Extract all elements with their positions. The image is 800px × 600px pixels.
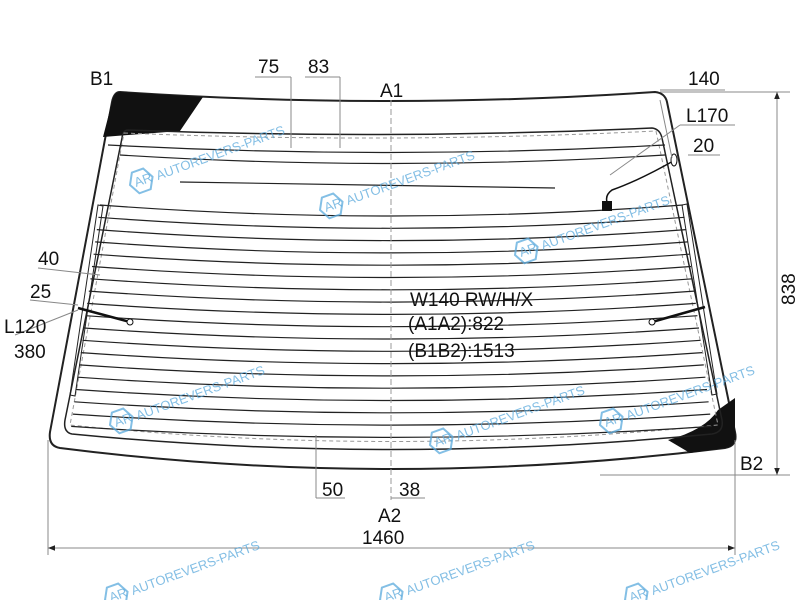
dim-l120: L120 — [4, 317, 46, 338]
heater-line — [77, 376, 706, 389]
print-border — [63, 127, 724, 451]
heater-line — [82, 339, 701, 352]
label-a2: A2 — [378, 506, 401, 527]
black-corner-top-left — [103, 92, 203, 137]
dim-83: 83 — [308, 57, 329, 78]
dim-380: 380 — [14, 342, 46, 363]
bus-bar-right — [681, 203, 718, 396]
heater-line — [85, 315, 698, 328]
ar-logo-icon — [318, 192, 344, 220]
antenna-right-terminal — [648, 318, 656, 326]
dim-75: 75 — [258, 57, 279, 78]
watermark-text: AUTOREVERS-PARTS — [404, 537, 537, 598]
antenna-left-terminal — [126, 318, 134, 326]
dim-25: 25 — [30, 282, 51, 303]
dim-40: 40 — [38, 249, 59, 270]
a1a2-length: (A1A2):822 — [408, 314, 504, 335]
heater-line — [95, 241, 688, 254]
b1b2-length: (B1B2):1513 — [408, 341, 515, 362]
watermark-logo: AR — [112, 410, 134, 430]
watermark-logo: AR — [322, 195, 344, 215]
ar-logo-icon — [428, 427, 454, 455]
heater-line — [91, 265, 692, 279]
heater-line — [99, 204, 684, 217]
connector-wire — [605, 159, 676, 203]
watermark-logo: AR — [517, 240, 539, 260]
watermark-logo: AR — [627, 585, 649, 600]
watermark-text: AUTOREVERS-PARTS — [649, 537, 782, 598]
watermark-logo: AR — [432, 430, 454, 450]
dim-140: 140 — [688, 69, 720, 90]
label-b2: B2 — [740, 454, 763, 475]
ar-logo-icon — [103, 582, 129, 600]
dimension-lines — [14, 76, 790, 555]
label-a1: A1 — [380, 81, 403, 102]
part-code: W140 RW/H/X — [410, 290, 534, 311]
heater-line — [74, 401, 709, 414]
ar-logo-icon — [623, 582, 649, 600]
antenna-left — [77, 306, 131, 324]
watermark-logo: AR — [382, 585, 404, 600]
ar-logo-icon — [108, 407, 134, 435]
connector-block — [602, 201, 612, 211]
dashed-border — [69, 130, 719, 442]
watermark-text: AUTOREVERS-PARTS — [129, 537, 262, 598]
label-b1: B1 — [90, 69, 113, 90]
watermark-logo: AR — [107, 585, 129, 600]
watermark-text: AUTOREVERS-PARTS — [344, 147, 477, 208]
connector-terminal — [670, 153, 678, 167]
heater-line — [93, 253, 690, 266]
watermark-logo: AR — [602, 410, 624, 430]
ar-logo-icon — [378, 582, 404, 600]
dim-20: 20 — [693, 136, 714, 157]
dim-50: 50 — [322, 480, 343, 501]
dim-l170: L170 — [686, 106, 728, 127]
dim-width: 1460 — [362, 528, 404, 549]
watermark-logo: AR — [132, 170, 154, 190]
ar-logo-icon — [598, 407, 624, 435]
heater-line — [87, 302, 696, 315]
dim-height: 838 — [779, 273, 800, 305]
bus-bar-left — [69, 204, 104, 397]
watermark-text: AUTOREVERS-PARTS — [624, 362, 757, 423]
black-corner-bottom-right — [668, 398, 736, 453]
dim-38: 38 — [399, 480, 420, 501]
ar-logo-icon — [513, 237, 539, 265]
ar-logo-icon — [128, 167, 154, 195]
antenna-right — [651, 305, 706, 324]
